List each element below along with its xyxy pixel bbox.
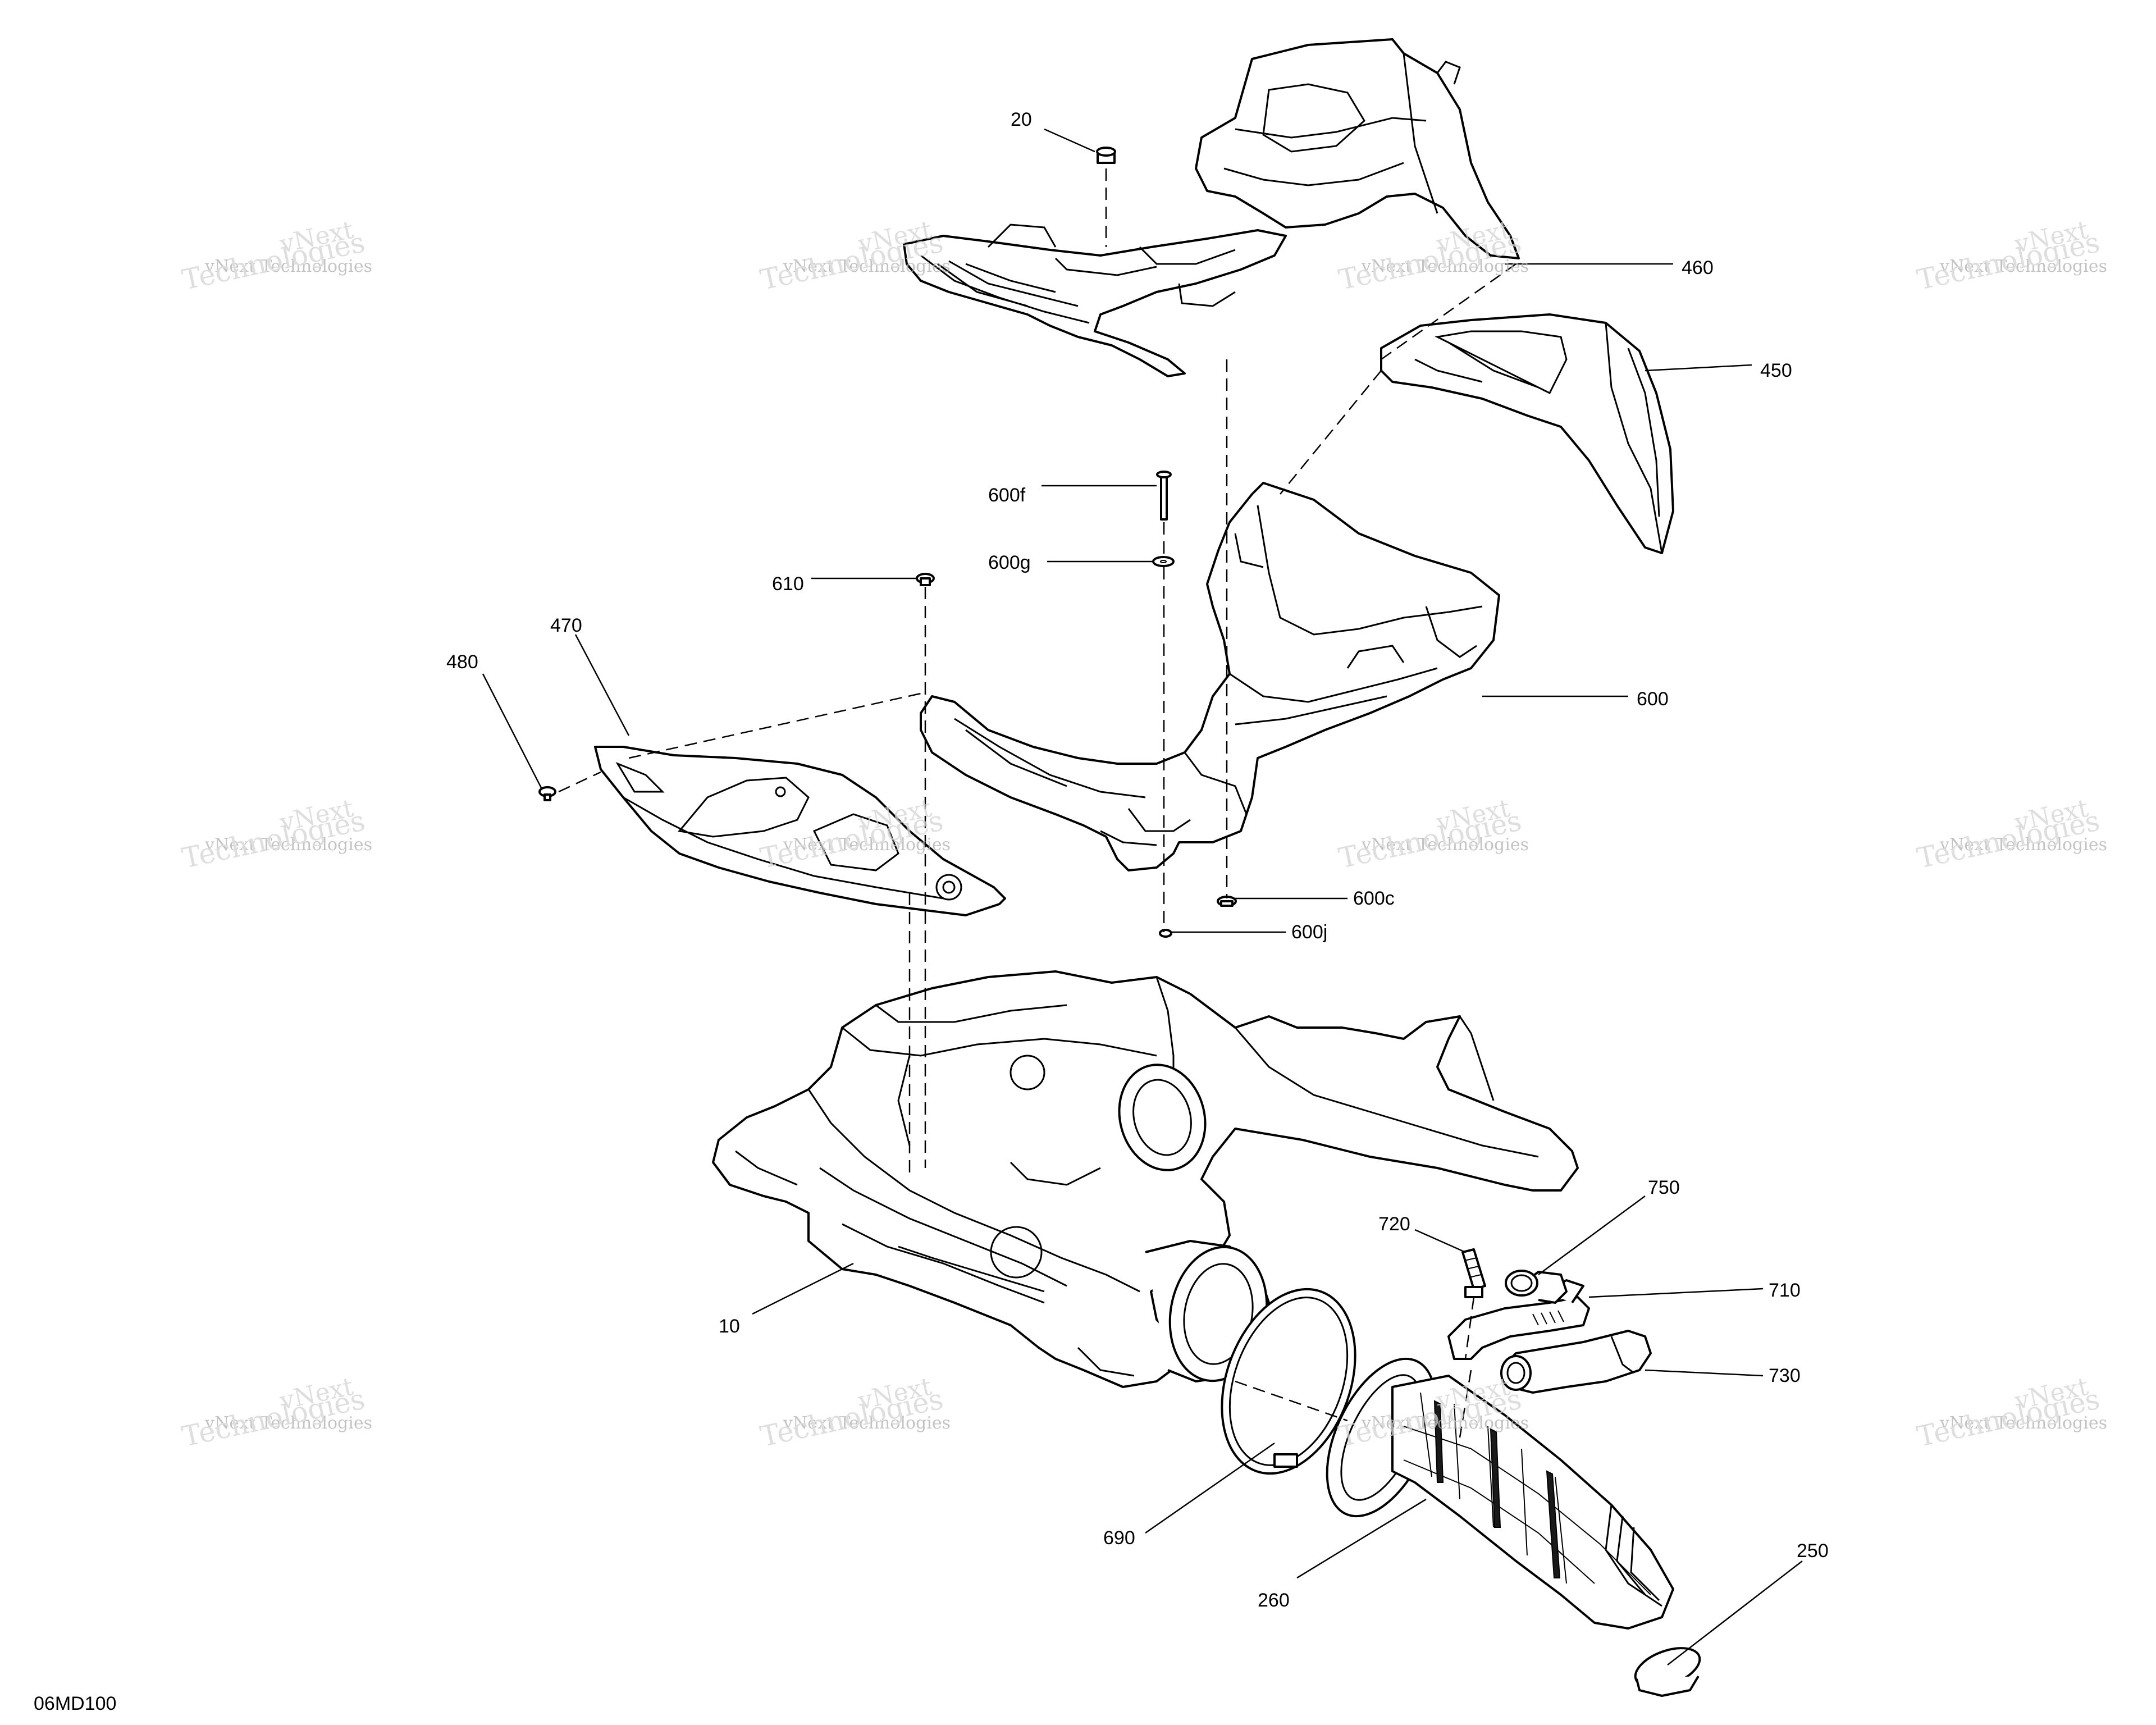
- watermark: vNext vNext Technologies Technologies: [179, 215, 373, 296]
- pin-600j-part: [1159, 929, 1172, 938]
- watermark: vNext vNext Technologies Technologies: [1914, 215, 2108, 296]
- leader-lines: [482, 128, 1803, 1665]
- callout-710: 710: [1769, 1280, 1801, 1301]
- callout-260: 260: [1258, 1590, 1290, 1611]
- callout-480: 480: [446, 651, 478, 673]
- callout-470: 470: [550, 615, 582, 636]
- callout-600: 600: [1637, 688, 1669, 710]
- right-side-cover-part: [1380, 313, 1674, 554]
- air-filter-duct-part: [1326, 1357, 1674, 1630]
- watermark: vNext vNext Technologies Technologies: [757, 793, 951, 875]
- screw-480-part: [538, 786, 556, 801]
- callout-450: 450: [1760, 360, 1792, 381]
- callout-750: 750: [1648, 1177, 1680, 1198]
- screw-600f-part: [1156, 471, 1172, 521]
- callout-730: 730: [1769, 1365, 1801, 1386]
- callout-610: 610: [772, 573, 804, 595]
- callout-20: 20: [1011, 109, 1032, 130]
- callout-250: 250: [1797, 1540, 1829, 1562]
- nut-610-part: [916, 573, 935, 586]
- front-grille-part: [594, 746, 1006, 916]
- watermark: vNext vNext Technologies Technologies: [757, 1372, 951, 1453]
- callout-460: 460: [1682, 257, 1714, 279]
- callout-600j: 600j: [1291, 921, 1328, 943]
- callout-600f: 600f: [988, 485, 1026, 506]
- watermark: vNext vNext Technologies Technologies: [1336, 1372, 1529, 1453]
- callout-10: 10: [719, 1316, 740, 1337]
- watermark: vNext vNext Technologies Technologies: [179, 1372, 373, 1453]
- watermark: vNext vNext Technologies Technologies: [1914, 793, 2108, 875]
- hose-710-part: [1447, 1271, 1590, 1360]
- watermark: vNext vNext Technologies Technologies: [1336, 215, 1529, 296]
- callout-600c: 600c: [1353, 888, 1395, 909]
- watermark: vNext vNext Technologies Technologies: [757, 215, 951, 296]
- plug-750-part: [1505, 1270, 1538, 1297]
- end-cap-part: [1634, 1647, 1701, 1697]
- air-intake-housing-part: [712, 970, 1579, 1388]
- fitting-720-part: [1461, 1248, 1486, 1298]
- assembly-lines: [558, 168, 1516, 1438]
- washer-600g-part: [1152, 556, 1175, 567]
- watermark: vNext vNext Technologies Technologies: [1914, 1372, 2108, 1453]
- diagram-code: 06MD100: [34, 1693, 117, 1714]
- clamp-ring-part: [1221, 1288, 1356, 1475]
- hose-730-part: [1500, 1330, 1652, 1394]
- middle-frame-part: [920, 482, 1500, 871]
- watermark: vNext vNext Technologies Technologies: [1336, 793, 1529, 875]
- watermark: vNext vNext Technologies Technologies: [179, 793, 373, 875]
- callout-720: 720: [1378, 1213, 1410, 1235]
- upper-console-part: [903, 38, 1520, 377]
- cap-20-part: [1096, 147, 1116, 164]
- callout-600g: 600g: [988, 552, 1031, 573]
- callout-690: 690: [1103, 1527, 1135, 1549]
